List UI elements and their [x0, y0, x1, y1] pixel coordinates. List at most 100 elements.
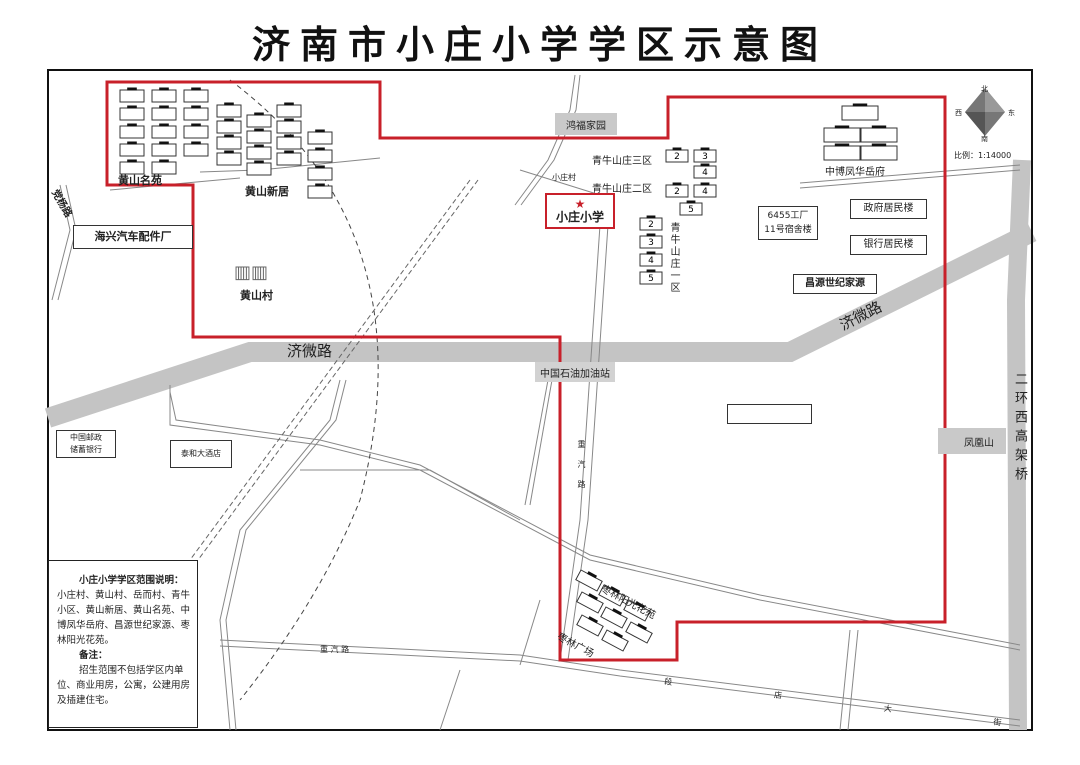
building-number: 4: [648, 256, 654, 266]
building: 2: [665, 147, 689, 163]
building: 4: [693, 182, 717, 198]
label-post: 中国邮政 储蓄银行: [56, 430, 116, 458]
school-marker[interactable]: ★ 小庄小学: [545, 193, 615, 229]
building: [823, 125, 861, 143]
building: [119, 159, 145, 175]
scale-label: 比例：1:14000: [954, 151, 1012, 160]
building: [625, 621, 653, 644]
label-factory: 6455工厂 11号宿舍楼: [758, 206, 818, 240]
building: 5: [639, 269, 663, 285]
building: 2: [639, 215, 663, 231]
compass-east: 东: [1008, 109, 1015, 117]
label-taihe: 泰和大酒店: [170, 440, 232, 468]
label-qingniu3: 青牛山庄三区: [592, 156, 652, 167]
building: [119, 123, 145, 139]
building: [183, 105, 209, 121]
building: [216, 118, 242, 134]
building: [575, 569, 603, 592]
building: 2: [665, 182, 689, 198]
label-huangshan-mingyuan: 黄山名苑: [118, 174, 162, 187]
road-erhuan: 二环西高架桥: [1012, 372, 1027, 486]
building: [151, 123, 177, 139]
building: 3: [693, 147, 717, 163]
building: [216, 150, 242, 166]
building: [307, 129, 333, 145]
building: [307, 183, 333, 199]
compass-south: 南: [981, 135, 988, 143]
legend-heading: 小庄小学学区范围说明：: [79, 575, 184, 586]
building: [598, 584, 626, 607]
building: [151, 159, 177, 175]
building: [246, 128, 272, 144]
label-changyuan: 昌源世纪家源: [793, 274, 877, 294]
school-name: 小庄小学: [555, 210, 604, 224]
building: 5: [679, 200, 703, 216]
road-zhongqi-north: 重汽路: [577, 440, 586, 500]
building-number: 5: [688, 205, 694, 215]
building: [623, 599, 651, 622]
building: [119, 87, 145, 103]
building-number: 3: [702, 152, 708, 162]
label-bank: 银行居民楼: [850, 235, 927, 255]
building: [151, 87, 177, 103]
label-gov: 政府居民楼: [850, 199, 927, 219]
building: [183, 141, 209, 157]
school-district-boundary: [105, 80, 947, 662]
legend-box: 小庄小学学区范围说明： 小庄村、黄山村、岳而村、青牛小区、黄山新居、黄山名苑、中…: [48, 560, 198, 728]
erhuan-road: [1006, 159, 1031, 731]
building: [246, 112, 272, 128]
label-xiaozhuang-cun: 小庄村: [552, 173, 576, 182]
building-number: 2: [648, 220, 654, 230]
legend-note: 招生范围不包括学区内单位、商业用房，公寓，公建用房及插建住宅。: [57, 665, 191, 706]
label-zhongbo: 中博凤华岳府: [825, 167, 885, 178]
building-number: 5: [648, 274, 654, 284]
label-qingniu2: 青牛山庄二区: [592, 184, 652, 195]
road-zhongqi-south: 重 汽 路: [320, 645, 350, 654]
building: [276, 118, 302, 134]
building: [151, 141, 177, 157]
star-icon: ★: [574, 197, 586, 211]
building: [119, 105, 145, 121]
label-hongfu: 鸿福家园: [555, 113, 617, 135]
building: [601, 629, 629, 652]
building: [307, 165, 333, 181]
map-frame: [47, 69, 1033, 731]
building: [183, 87, 209, 103]
building: [119, 141, 145, 157]
label-huangshan-xinju: 黄山新居: [245, 185, 289, 198]
building: [216, 102, 242, 118]
compass-icon: [965, 88, 1005, 136]
compass-north: 北: [981, 85, 988, 93]
building: 3: [639, 233, 663, 249]
building: [307, 147, 333, 163]
building: 4: [639, 251, 663, 267]
building: [183, 123, 209, 139]
building: [246, 160, 272, 176]
building-number: 4: [702, 187, 708, 197]
building: [841, 103, 879, 121]
building: [276, 134, 302, 150]
legend-body: 小庄村、黄山村、岳而村、青牛小区、黄山新居、黄山名苑、中博凤华岳府、昌源世纪家源…: [57, 590, 191, 646]
road-jiwei-west: 济微路: [287, 342, 333, 360]
map-title: 济南市小庄小学学区示意图: [251, 23, 828, 67]
building: [276, 102, 302, 118]
building: 4: [693, 163, 717, 179]
building: [276, 150, 302, 166]
building: [246, 144, 272, 160]
blank-box: [727, 404, 812, 424]
label-huangshan-cun: 黄山村: [240, 289, 273, 302]
building: [151, 105, 177, 121]
building: [860, 125, 898, 143]
building: [576, 614, 604, 637]
building: [576, 591, 604, 614]
building-number: 4: [702, 168, 708, 178]
building-number: 2: [674, 152, 680, 162]
label-haixing: 海兴汽车配件厂: [73, 225, 193, 249]
compass-west: 西: [955, 109, 962, 117]
label-qingniu1: 青牛山庄一区: [668, 222, 679, 294]
village-icon: ▥▥: [234, 262, 269, 283]
building: [600, 606, 628, 629]
